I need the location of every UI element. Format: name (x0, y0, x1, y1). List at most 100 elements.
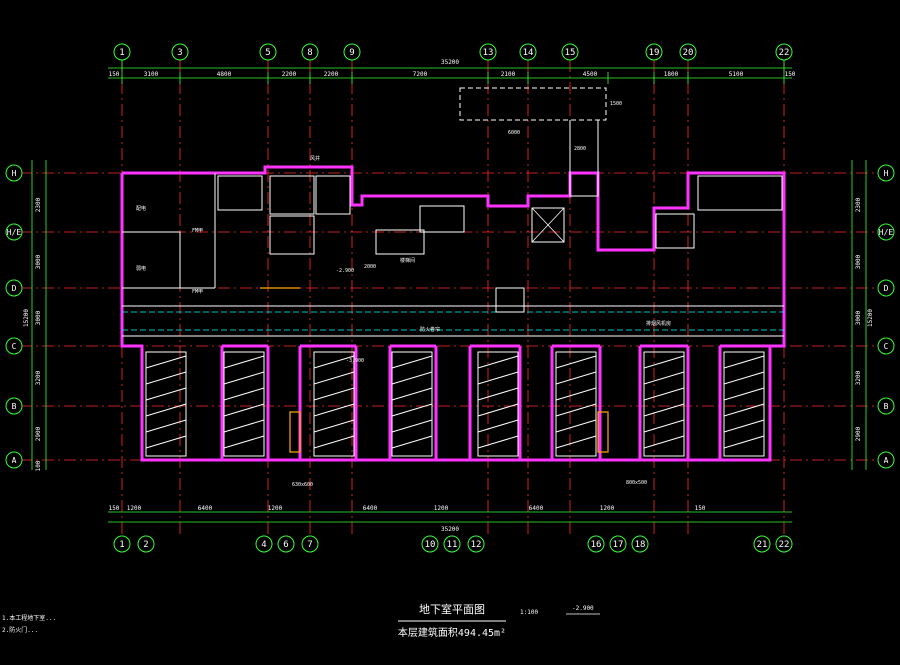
dim-text: 1200 (127, 505, 142, 512)
general-notes: 1.本工程地下室... 2.防火门... (2, 614, 56, 634)
dim-text: 3000 (855, 310, 862, 325)
opening-label: 2800 (574, 146, 586, 152)
axis-right-label: H (884, 169, 889, 178)
axis-right-label: A (884, 456, 889, 465)
axis-left-label: B (12, 402, 17, 411)
dim-text: 100 (35, 460, 42, 471)
dim-text: 7200 (413, 71, 428, 78)
axis-top-label: 14 (523, 48, 534, 58)
axis-top-label: 3 (177, 48, 182, 58)
opening-label: 6000 (508, 130, 520, 136)
dim-text: 4500 (583, 71, 598, 78)
axis-bottom-label: 4 (261, 540, 266, 550)
note-line: 2.防火门... (2, 626, 38, 634)
door-label: FM甲 (192, 289, 203, 295)
dimension-left (31, 160, 47, 470)
room-labels: 配电 弱电 FM甲 FM甲 风井 楼梯间 防火卷帘 排烟风机房 -2.900 -… (136, 101, 671, 488)
axis-bottom-label: 6 (283, 540, 288, 550)
axis-left-label: C (12, 342, 17, 351)
dimension-text-top: 35200 150 3100 4800 2200 2200 7200 2100 … (109, 59, 796, 78)
axis-right-label: D (884, 284, 889, 293)
axis-bottom-label: 11 (447, 540, 458, 550)
axis-bottom-label: 17 (613, 540, 624, 550)
axis-bottom-label: 12 (471, 540, 482, 550)
room-label: 弱电 (136, 265, 146, 272)
axis-top-label: 22 (779, 48, 790, 58)
dimension-right (851, 160, 867, 470)
dim-text: 3200 (35, 370, 42, 385)
area-note: 本层建筑面积494.45m² (398, 626, 506, 639)
overall-dimension-bottom: 35200 (441, 526, 459, 533)
opening-label: 2000 (364, 264, 376, 270)
door-label: FM甲 (192, 228, 203, 234)
dim-text: 2200 (324, 71, 339, 78)
dim-text-total: 15200 (23, 309, 30, 327)
dim-text: 2900 (855, 426, 862, 441)
callout-label: 排烟风机房 (646, 320, 671, 327)
opening-label: 1500 (610, 101, 622, 107)
note-line: 1.本工程地下室... (2, 614, 56, 622)
axis-bubbles-left (5, 164, 23, 469)
dim-text: 1200 (268, 505, 283, 512)
dimension-text-left: 2300 3000 3000 3200 2900 100 15200 (23, 197, 42, 471)
axis-top-label: 19 (649, 48, 660, 58)
axis-top-label: 9 (349, 48, 354, 58)
dimension-text-right: 2300 3000 3000 3200 2900 15200 (855, 197, 874, 441)
dim-text: 3000 (855, 254, 862, 269)
column-piers (140, 344, 770, 460)
overall-dimension-top: 35200 (441, 59, 459, 66)
dim-text-total: 15200 (867, 309, 874, 327)
dim-text: 3000 (35, 310, 42, 325)
elevation-label: -2.900 (336, 268, 354, 274)
dim-text: 2300 (35, 197, 42, 212)
scale-label: 1:100 (520, 609, 538, 616)
title-block: 地下室平面图 本层建筑面积494.45m² 1:100 -2.900 (398, 602, 600, 639)
axis-labels-right: H H/E D C B A (879, 169, 894, 465)
axis-bottom-label: 2 (143, 540, 148, 550)
dim-text: 150 (785, 71, 796, 78)
axis-bottom-label: 16 (591, 540, 602, 550)
dim-text: 2100 (501, 71, 516, 78)
axis-left-label: H (12, 169, 17, 178)
room-label: 楼梯间 (400, 257, 415, 264)
level-label: -2.900 (572, 605, 594, 612)
axis-bottom-label: 21 (757, 540, 768, 550)
corridor-label: 防火卷帘 (420, 326, 440, 333)
dim-text: 150 (695, 505, 706, 512)
room-label: 配电 (136, 205, 146, 212)
axis-left-label: H/E (7, 228, 22, 237)
dim-text: 2900 (35, 426, 42, 441)
dim-text: 2200 (282, 71, 297, 78)
axis-top-label: 1 (119, 48, 124, 58)
hatch-label: 630x600 (292, 482, 313, 488)
dimension-bottom (108, 511, 792, 523)
dim-text: 150 (109, 505, 120, 512)
dim-text: 3100 (144, 71, 159, 78)
axis-labels-top: 1 3 5 8 9 13 14 15 19 20 22 (119, 48, 789, 58)
axis-left-label: A (12, 456, 17, 465)
axis-right-label: B (884, 402, 889, 411)
dim-text: 6400 (363, 505, 378, 512)
building-walls (120, 87, 786, 462)
dimension-text-bottom: 35200 150 1200 6400 1200 6400 1200 6400 … (109, 505, 706, 533)
axis-labels-bottom: 1 2 4 6 7 10 11 12 16 17 18 21 22 (119, 540, 789, 550)
grid-lines-horizontal (20, 172, 880, 461)
axis-bubbles-right (877, 164, 895, 469)
axis-bubbles-bottom (113, 535, 793, 553)
axis-top-label: 20 (683, 48, 694, 58)
axis-bottom-label: 1 (119, 540, 124, 550)
dim-text: 6400 (198, 505, 213, 512)
axis-right-label: H/E (879, 228, 894, 237)
axis-left-label: D (12, 284, 17, 293)
door-openings (260, 287, 609, 453)
axis-bottom-label: 18 (635, 540, 646, 550)
dim-text: 150 (109, 71, 120, 78)
dim-text: 2300 (855, 197, 862, 212)
drawing-title: 地下室平面图 (419, 602, 485, 616)
axis-bottom-label: 22 (779, 540, 790, 550)
dim-text: 3000 (35, 254, 42, 269)
axis-top-label: 5 (265, 48, 270, 58)
dim-text: 1200 (600, 505, 615, 512)
dim-text: 5100 (729, 71, 744, 78)
